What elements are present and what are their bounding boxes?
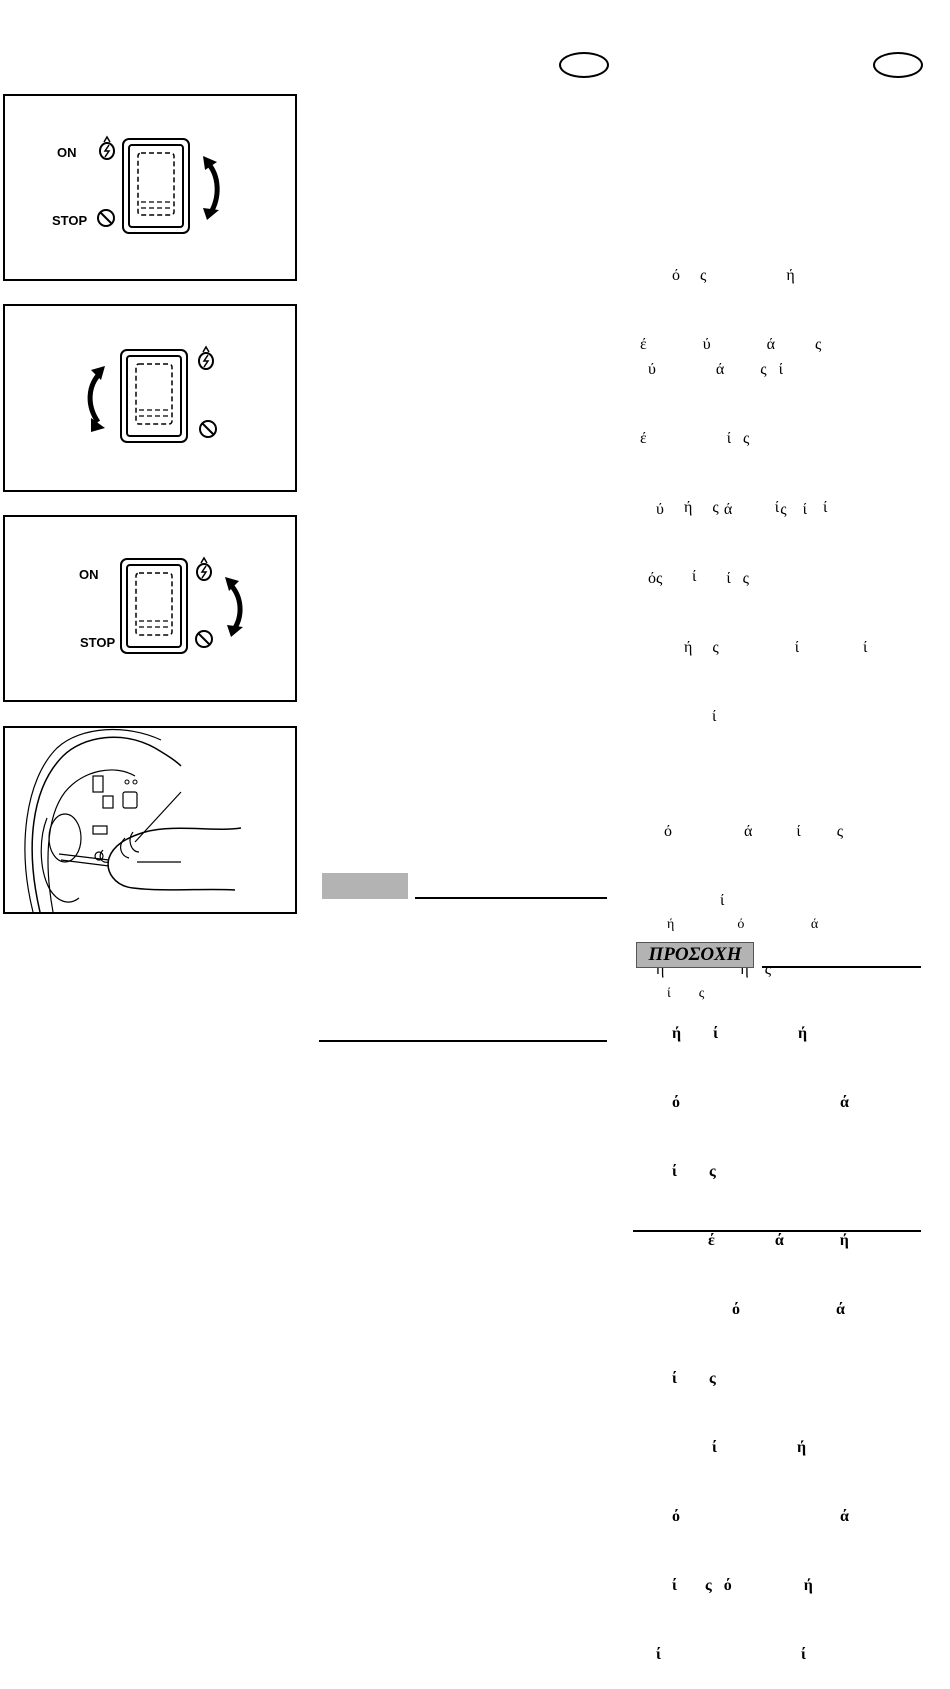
panel-switch-icon [92, 775, 104, 793]
caution-bottom-rule [633, 1230, 921, 1232]
paragraph-2: ύ ά ς ί έ ί ς ή ς ί ί ί [632, 361, 828, 585]
label-stop: STOP [52, 213, 87, 228]
figure-hand-operating-panel [3, 726, 297, 914]
switch-bezel [120, 349, 188, 443]
language-oval-left [559, 52, 609, 78]
note-heading-box [322, 873, 408, 899]
paragraph-5: ή ό ά ί ς [632, 917, 819, 1001]
double-arrow-icon [87, 370, 103, 424]
figure-switch-mirrored [3, 304, 297, 492]
switch-rocker [135, 363, 173, 425]
power-on-icon [99, 135, 115, 160]
note-top-rule [415, 897, 607, 899]
note-bottom-rule [319, 1040, 607, 1042]
double-arrow-icon [205, 160, 220, 216]
caution-text: ή ί ή ό ά ί ς έ ά ή ό [632, 1025, 849, 1663]
switch-bezel [122, 138, 190, 234]
figure-switch-on-stop: ON STOP [3, 94, 297, 281]
power-off-icon [199, 420, 217, 438]
hand-icon [107, 827, 242, 891]
power-off-icon [195, 630, 213, 648]
switch-rocker [135, 572, 173, 636]
label-on: ON [57, 145, 77, 160]
switch-rocker [137, 152, 175, 216]
paragraph-4: ό ά ί ς ί ή ή ς [632, 823, 844, 978]
caution-top-rule [762, 966, 921, 968]
switch-bezel [120, 558, 188, 654]
label-stop: STOP [80, 635, 115, 650]
caution-heading: ΠΡΟΣΟΧΗ [636, 942, 754, 968]
figure-switch-on-stop-2: ON STOP [3, 515, 297, 702]
double-arrow-icon [227, 581, 243, 633]
power-on-icon [196, 556, 212, 581]
power-on-icon [198, 345, 214, 370]
switch-diagram: ON STOP [52, 135, 220, 234]
panel-illustration [24, 728, 242, 912]
power-off-icon [97, 209, 115, 227]
switch-diagram: ON STOP [79, 556, 243, 654]
paragraph-3: ύ ά ς ί ός ί ς ή ς ί ί ί [632, 501, 868, 725]
label-on: ON [79, 567, 99, 582]
switch-diagram [87, 345, 217, 443]
paragraph-1: ό ς ή έ ύ ά ς [632, 267, 822, 353]
language-oval-right [873, 52, 923, 78]
